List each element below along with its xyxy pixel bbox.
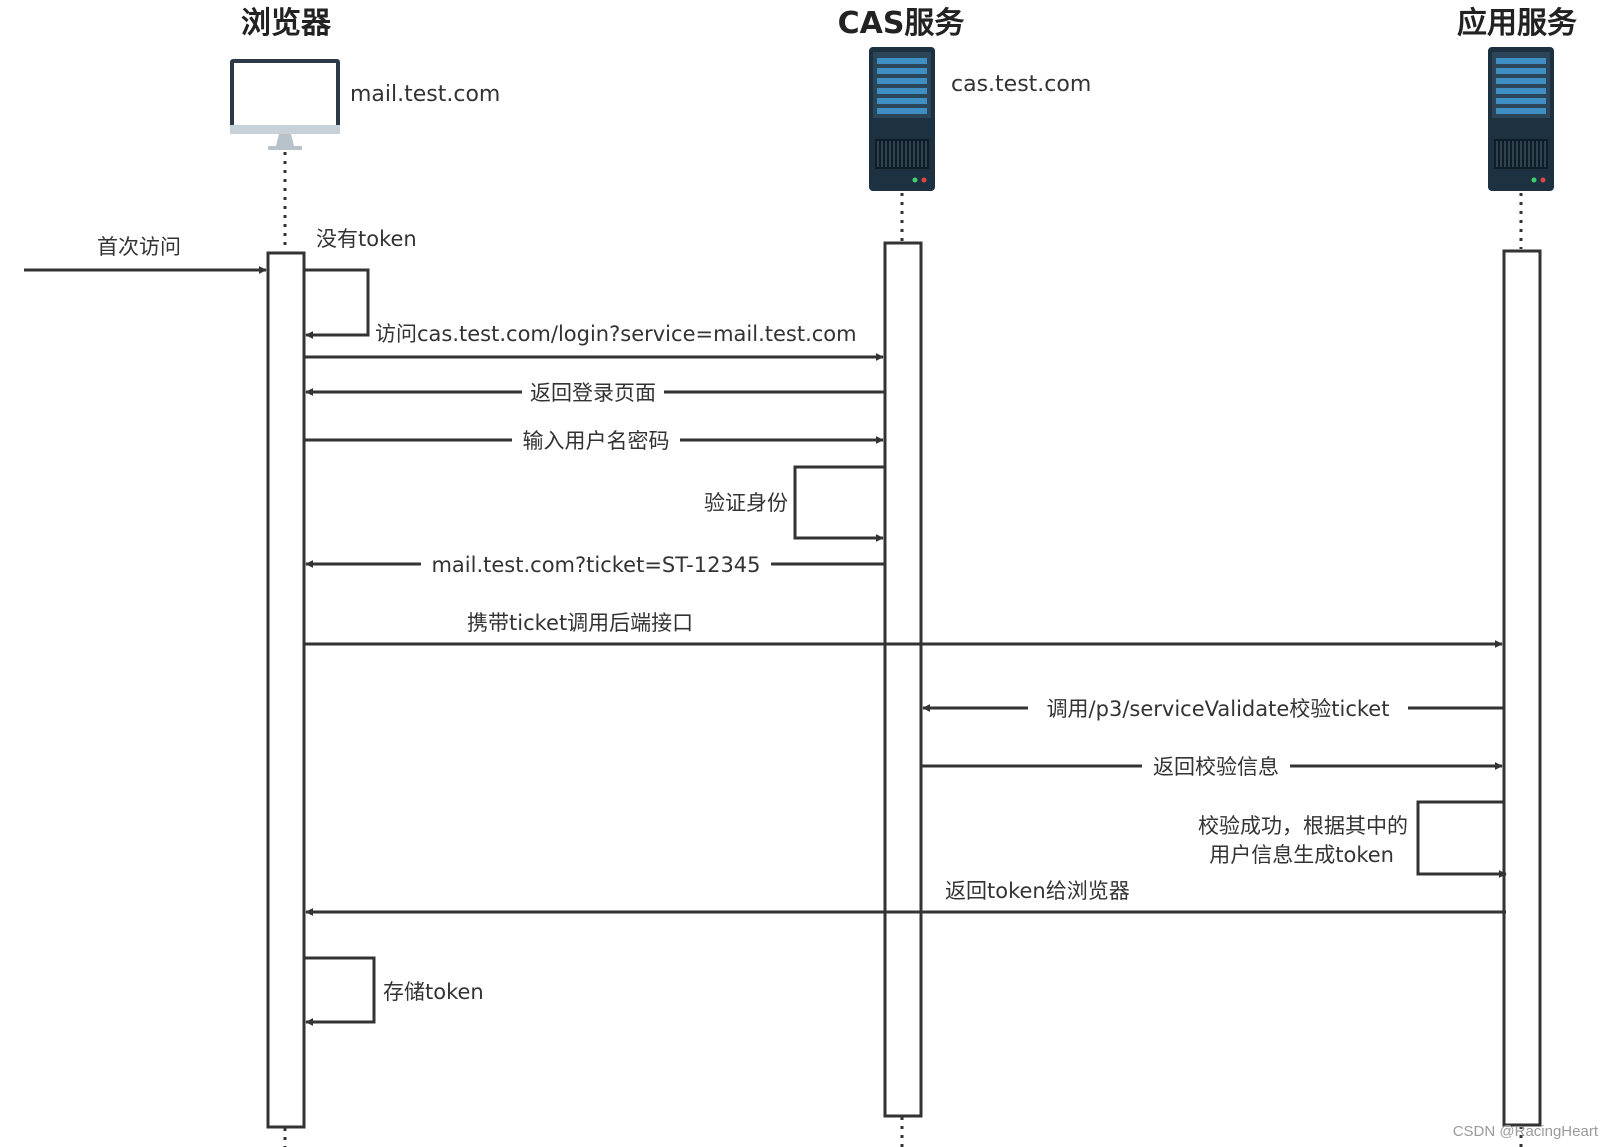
browser-host-label: mail.test.com bbox=[350, 82, 500, 107]
message-label: 没有token bbox=[316, 227, 417, 251]
message-generate-token-loop: 校验成功，根据其中的 用户信息生成token bbox=[1198, 800, 1507, 878]
message-redirect-ticket: mail.test.com?ticket=ST-12345 bbox=[305, 552, 885, 578]
message-label: 首次访问 bbox=[97, 235, 181, 259]
message-first-visit: 首次访问 bbox=[24, 235, 267, 274]
message-label: 输入用户名密码 bbox=[523, 429, 670, 453]
cas-service-title: CAS服务 bbox=[838, 6, 965, 41]
monitor-icon bbox=[230, 59, 340, 150]
message-visit-login: 访问cas.test.com/login?service=mail.test.c… bbox=[304, 322, 884, 361]
message-label: 返回登录页面 bbox=[530, 381, 656, 405]
message-label: 携带ticket调用后端接口 bbox=[467, 611, 693, 635]
browser-activation-bar bbox=[266, 251, 306, 1129]
message-store-token-loop: 存储token bbox=[304, 956, 484, 1026]
message-no-token-loop: 没有token bbox=[304, 227, 417, 339]
message-return-validation: 返回校验信息 bbox=[921, 754, 1503, 780]
cas-host-label: cas.test.com bbox=[951, 72, 1091, 97]
message-return-login-page: 返回登录页面 bbox=[305, 380, 885, 406]
message-validate-ticket: 调用/p3/serviceValidate校验ticket bbox=[922, 696, 1504, 722]
message-label: 存储token bbox=[383, 980, 484, 1004]
message-return-token: 返回token给浏览器 bbox=[305, 879, 1506, 916]
message-label: 用户信息生成token bbox=[1209, 843, 1394, 867]
message-label: mail.test.com?ticket=ST-12345 bbox=[431, 553, 760, 577]
message-label: 验证身份 bbox=[704, 491, 788, 515]
message-call-backend: 携带ticket调用后端接口 bbox=[304, 611, 1503, 648]
watermark: CSDN @RacingHeart bbox=[1453, 1123, 1599, 1140]
message-label: 返回校验信息 bbox=[1153, 755, 1279, 779]
message-verify-identity-loop: 验证身份 bbox=[704, 465, 885, 542]
app-activation-bar bbox=[1502, 249, 1542, 1127]
cas-activation-bar bbox=[883, 241, 923, 1118]
browser-title: 浏览器 bbox=[241, 6, 332, 41]
message-label: 访问cas.test.com/login?service=mail.test.c… bbox=[375, 322, 857, 346]
server-icon bbox=[1488, 47, 1554, 191]
message-input-credentials: 输入用户名密码 bbox=[304, 428, 884, 454]
server-icon bbox=[869, 47, 935, 191]
message-label: 调用/p3/serviceValidate校验ticket bbox=[1047, 697, 1390, 721]
message-label: 校验成功，根据其中的 bbox=[1198, 814, 1408, 838]
message-label: 返回token给浏览器 bbox=[945, 879, 1130, 903]
app-service-title: 应用服务 bbox=[1457, 6, 1577, 41]
